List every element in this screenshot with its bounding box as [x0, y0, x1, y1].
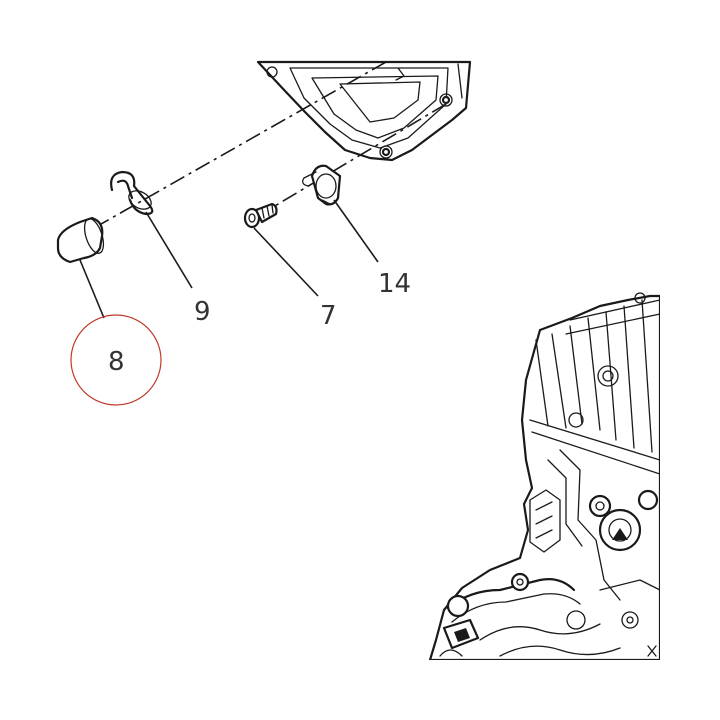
cap-part-8[interactable]: [56, 216, 107, 264]
leader-14: [333, 199, 379, 263]
bracket-part-14[interactable]: [302, 164, 342, 206]
callout-9: 9: [194, 297, 211, 327]
callout-14: 14: [378, 269, 411, 299]
callout-8: 8: [108, 347, 125, 377]
leader-9: [145, 211, 193, 289]
highlight-circle: [70, 314, 162, 406]
callout-7: 7: [320, 301, 337, 331]
engine-assembly: [428, 292, 660, 660]
screw-part-7[interactable]: [243, 202, 278, 229]
cover-housing: [256, 60, 472, 162]
axis-line-upper: [79, 61, 387, 237]
leader-7: [253, 227, 319, 297]
leader-8: [79, 259, 105, 319]
clip-part-9[interactable]: [110, 170, 154, 216]
axis-line-lower: [257, 103, 447, 217]
